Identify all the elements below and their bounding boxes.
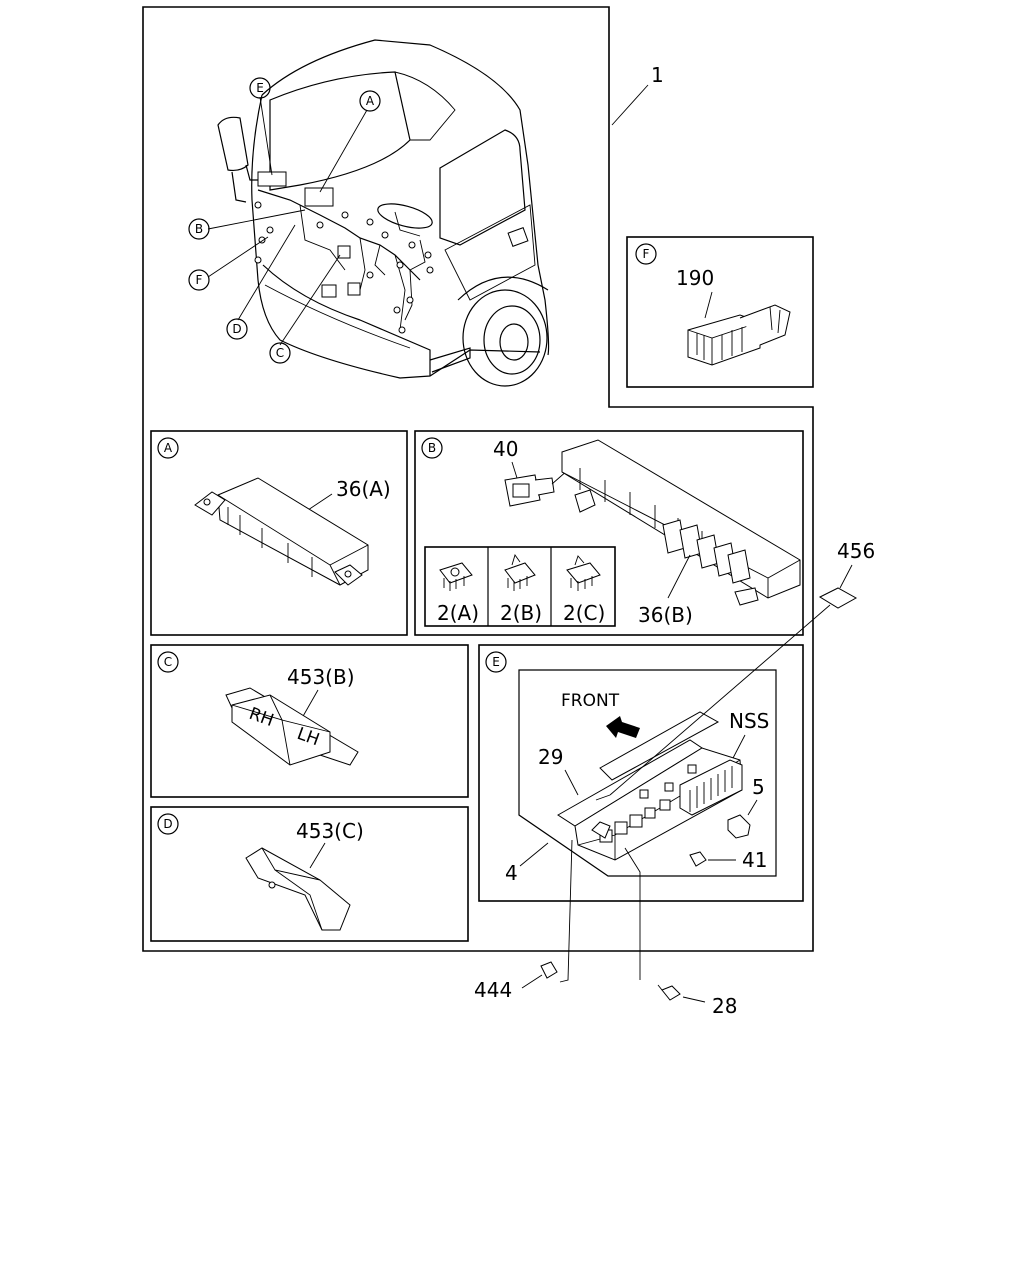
svg-text:D: D	[232, 322, 241, 336]
truck-letter-e: E	[249, 77, 271, 99]
callout-29: 29	[538, 745, 563, 769]
detail-b-panel: B 40 36(B) 2(A)	[414, 430, 804, 636]
detail-b-letter: B	[428, 441, 436, 455]
detail-f-panel: F 190	[626, 236, 814, 388]
detail-d-letter: D	[163, 817, 172, 831]
front-arrow-icon	[606, 716, 640, 738]
svg-text:A: A	[366, 94, 375, 108]
relay-2a-figure	[439, 562, 473, 591]
detail-d-panel: D 453(C)	[150, 806, 469, 942]
detail-e-letter: E	[492, 655, 500, 669]
detail-f-letter: F	[643, 247, 650, 261]
callout-444: 444	[474, 978, 512, 1002]
part-456-pad	[818, 587, 858, 609]
detail-e-panel: E FRONT NSS 29 5 4 41	[478, 644, 804, 902]
callout-1: 1	[651, 63, 664, 87]
svg-text:C: C	[276, 346, 284, 360]
part-28-screw	[661, 985, 681, 1001]
callout-40: 40	[493, 437, 518, 461]
callout-nss: NSS	[729, 709, 769, 733]
callout-41: 41	[742, 848, 767, 872]
callout-2b: 2(B)	[500, 601, 542, 625]
callout-190: 190	[676, 266, 714, 290]
callout-36b: 36(B)	[638, 603, 693, 627]
svg-text:E: E	[256, 81, 264, 95]
svg-text:B: B	[195, 222, 203, 236]
callout-1-leader	[611, 84, 649, 126]
callout-453c: 453(C)	[296, 819, 364, 843]
detail-a-letter: A	[164, 441, 173, 455]
detail-c-panel: C 453(B) RH LH	[150, 644, 469, 798]
svg-text:F: F	[196, 273, 203, 287]
detail-c-letter: C	[164, 655, 172, 669]
callout-453b: 453(B)	[287, 665, 355, 689]
callout-36a: 36(A)	[336, 477, 391, 501]
relay-2c-figure	[566, 555, 601, 591]
callout-2c: 2(C)	[563, 601, 605, 625]
truck-letter-c: C	[269, 342, 291, 364]
relay-2b-figure	[504, 553, 536, 591]
truck-letter-b: B	[188, 218, 210, 240]
front-label: FRONT	[561, 691, 620, 711]
callout-4: 4	[505, 861, 518, 885]
callout-5: 5	[752, 775, 765, 799]
truck-cab-illustration	[207, 39, 550, 387]
truck-letter-d: D	[226, 318, 248, 340]
truck-letter-a: A	[359, 90, 381, 112]
callout-2a: 2(A)	[437, 601, 479, 625]
main-frame	[142, 6, 814, 952]
callout-28: 28	[712, 994, 737, 1018]
detail-a-panel: A 36(A)	[150, 430, 408, 636]
part-444-clip	[540, 961, 558, 979]
callout-456: 456	[837, 539, 875, 563]
truck-letter-f: F	[188, 269, 210, 291]
